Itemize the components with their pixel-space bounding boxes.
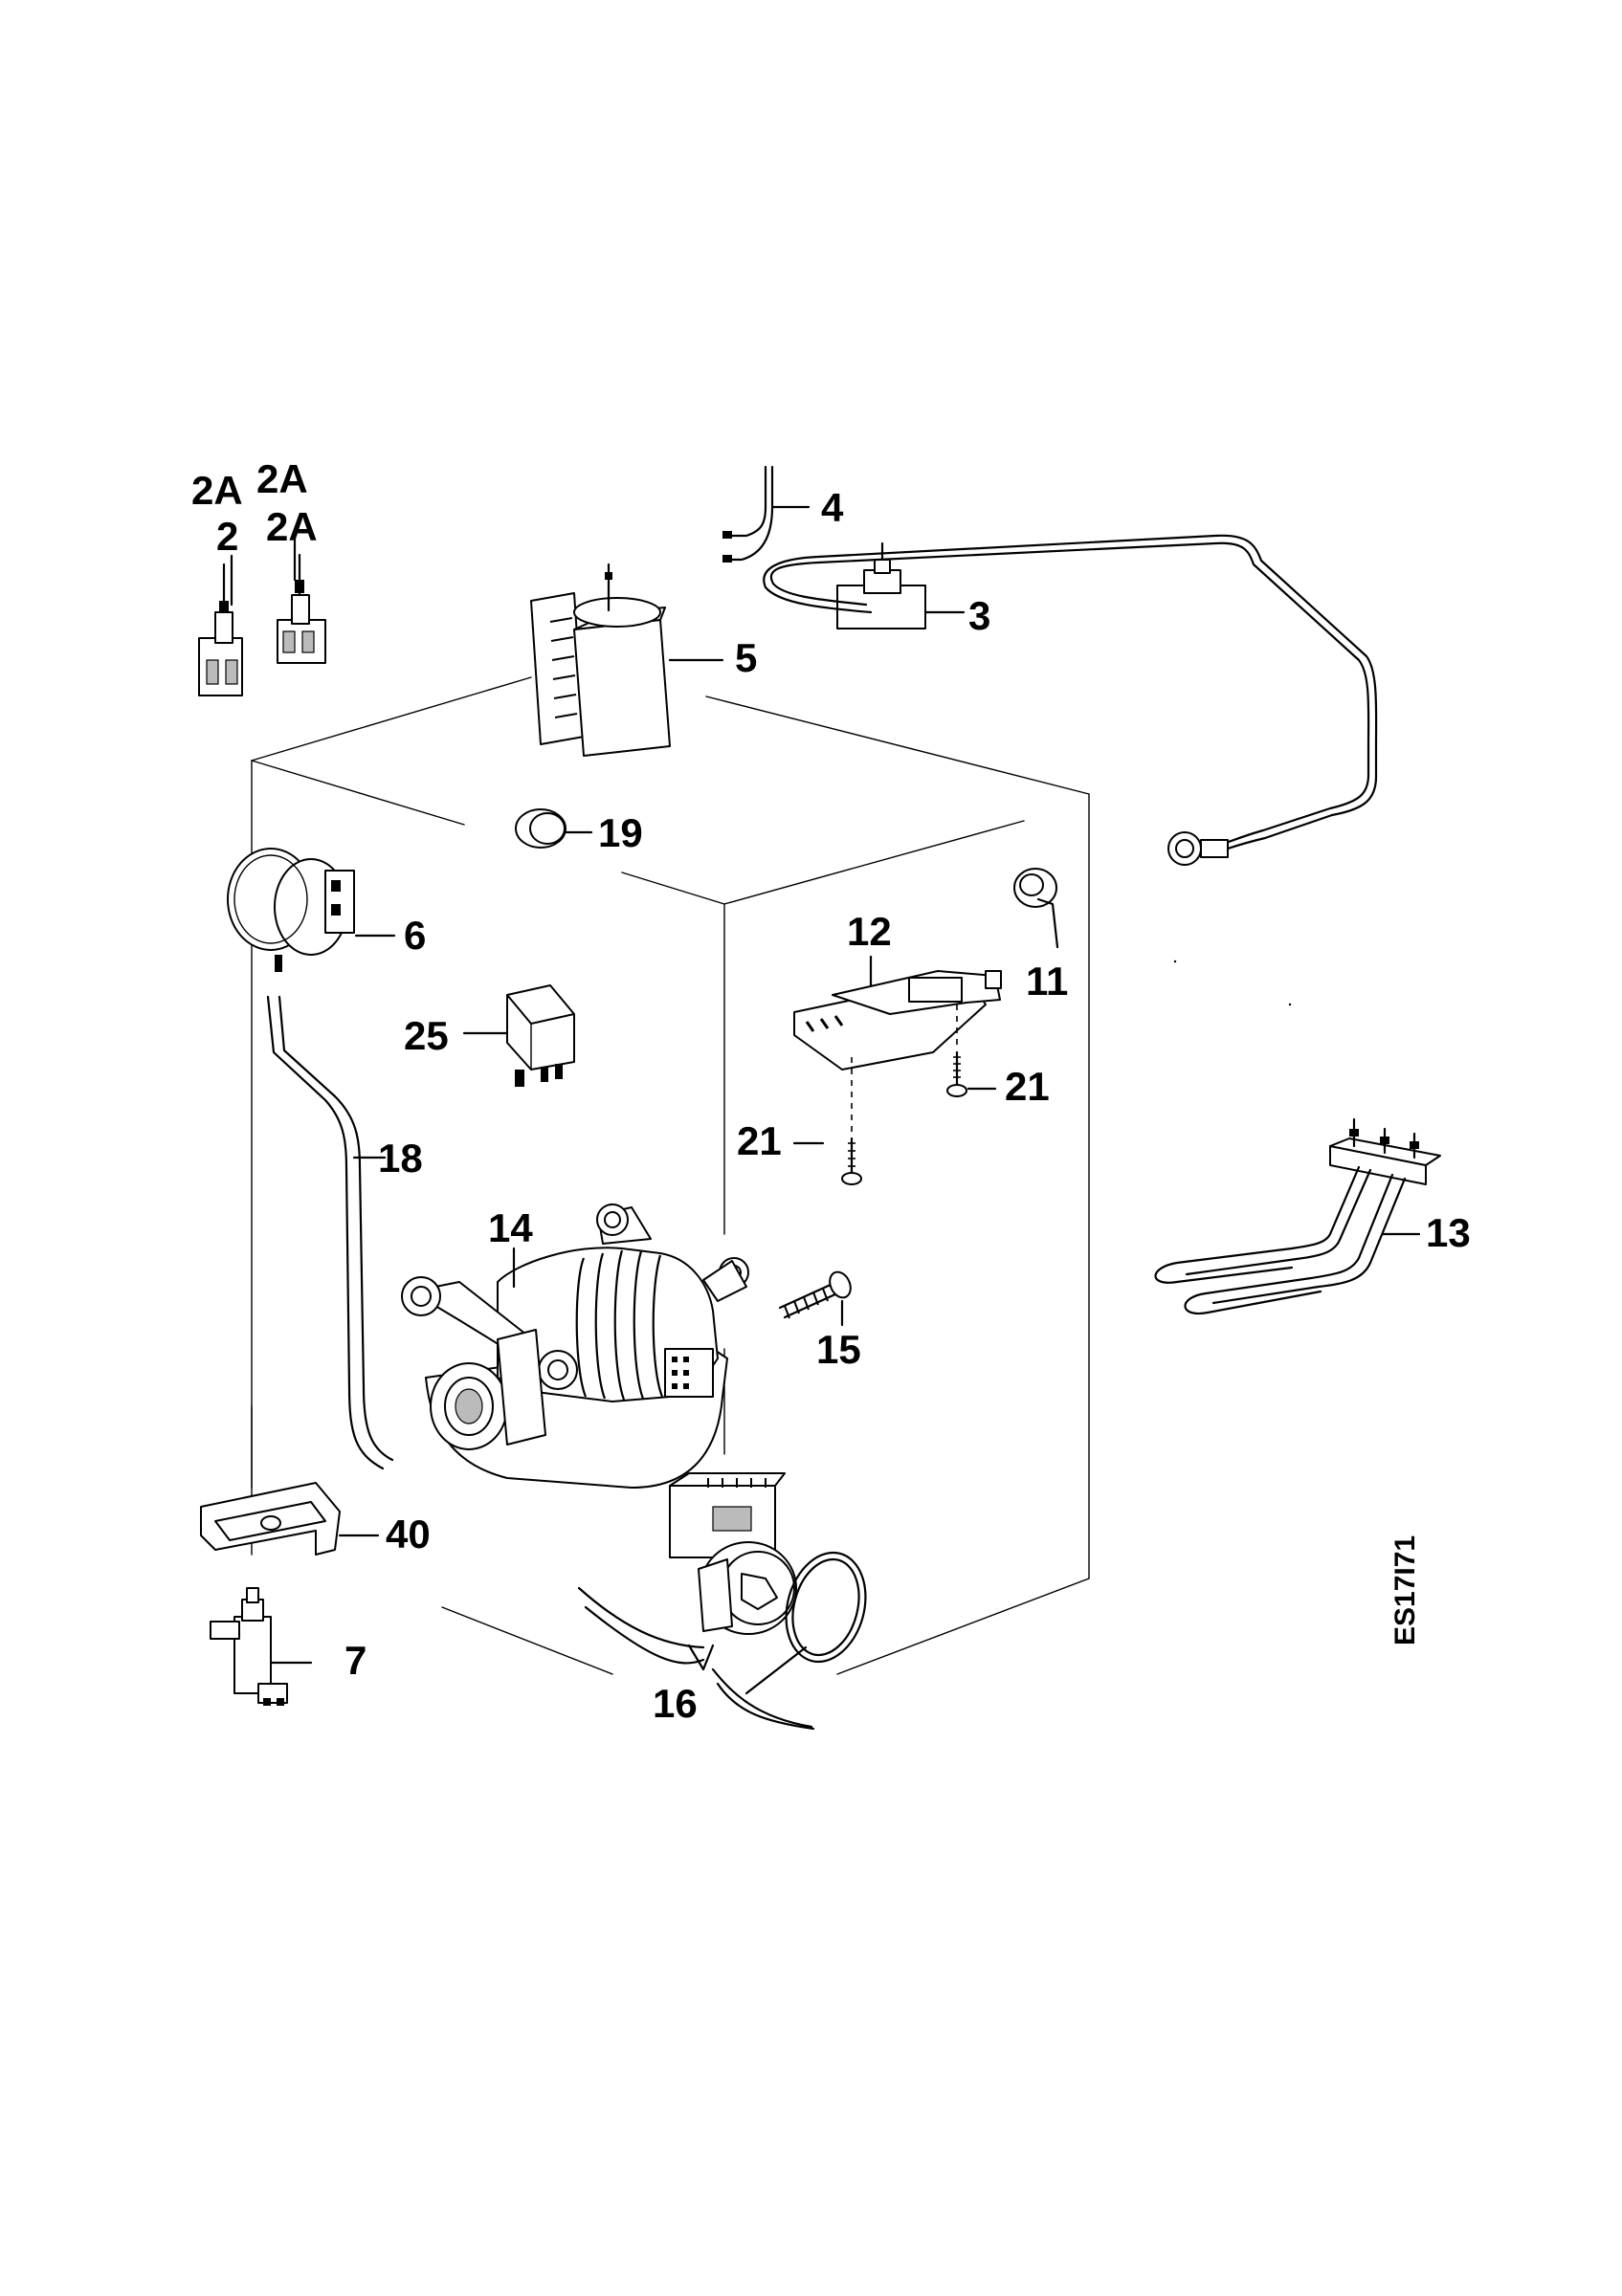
label-14: 14 (488, 1205, 533, 1250)
label-18: 18 (378, 1136, 423, 1181)
label-7: 7 (344, 1638, 367, 1683)
label-11: 11 (1026, 959, 1068, 1004)
callout-labels: 2A 2A 2A 2 4 3 5 19 6 12 11 25 21 21 18 … (191, 456, 1471, 1726)
label-3: 3 (968, 593, 990, 638)
label-21-left: 21 (737, 1118, 782, 1163)
label-15: 15 (816, 1327, 861, 1372)
label-2: 2 (216, 514, 238, 559)
label-16: 16 (653, 1681, 698, 1726)
label-40: 40 (386, 1512, 431, 1556)
part-16-pump (577, 1472, 867, 1731)
label-25: 25 (404, 1013, 449, 1058)
label-5: 5 (735, 635, 757, 680)
part-25-relay (462, 984, 575, 1087)
label-12: 12 (847, 909, 892, 954)
label-13: 13 (1426, 1210, 1471, 1255)
part-11-grommet (1013, 868, 1059, 949)
part-12-door-lock (793, 955, 1002, 1134)
part-13-heating-element (1154, 1117, 1441, 1315)
scan-dots (1173, 960, 1292, 1006)
part-2-selector-switches (198, 535, 326, 696)
label-2a-upper-left: 2A (191, 468, 243, 513)
label-6: 6 (404, 913, 426, 958)
drawing-code: ES17I71 (1389, 1535, 1421, 1645)
label-2a-upper-right: 2A (256, 456, 308, 501)
part-40-bracket (200, 1405, 380, 1556)
label-19: 19 (598, 810, 643, 855)
label-4: 4 (821, 485, 844, 530)
part-4-sensor-wire (722, 465, 811, 563)
label-21-right: 21 (1005, 1064, 1050, 1109)
part-14-pump-housing (401, 1203, 749, 1489)
part-3-thermostat (763, 534, 1378, 866)
part-19-grommet (515, 808, 593, 849)
part-5-motor-block (530, 563, 724, 757)
part-21-screws (792, 1050, 997, 1185)
part-18-hose (266, 995, 394, 1470)
part-7-solenoid-valve (210, 1587, 313, 1706)
part-6-timer (227, 848, 396, 972)
label-2a-lower: 2A (266, 504, 318, 549)
part-15-screw (778, 1270, 852, 1327)
